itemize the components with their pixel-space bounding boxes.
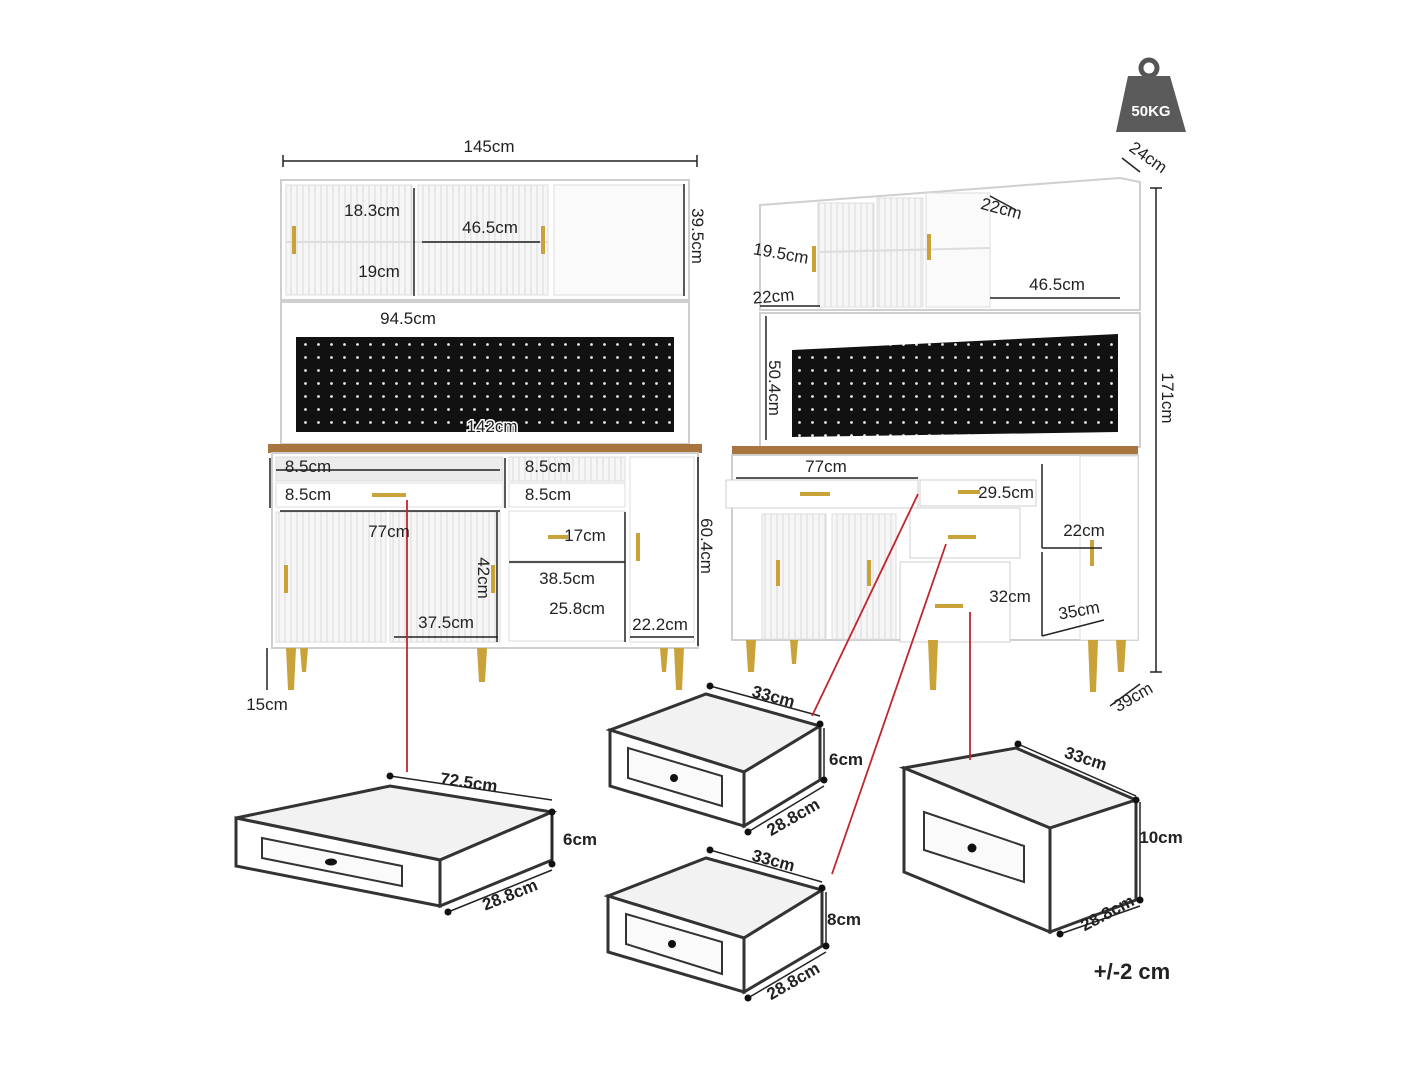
side-pegboard — [792, 334, 1118, 437]
dim-top-depth: 24cm — [1126, 138, 1171, 177]
front-pegboard — [296, 337, 674, 432]
drawer-dimension-lines — [389, 685, 1141, 999]
side-shelf-b — [876, 197, 924, 308]
dim-mid-col-height: 25.8cm — [549, 599, 605, 618]
handle — [548, 535, 568, 539]
dim-deep-height: 10cm — [1139, 828, 1182, 847]
dim-top-lower-shelf-height: 19cm — [358, 262, 400, 281]
dim-mid-drawer-height: 17cm — [564, 526, 606, 545]
handle — [812, 246, 816, 272]
dim-total-height: 171cm — [1158, 372, 1177, 423]
front-door-left — [275, 511, 387, 643]
front-door-right — [629, 456, 695, 643]
dim-large-drawer-width: 72.5cm — [439, 769, 499, 796]
dim-pegboard-height: 50.4cm — [765, 360, 784, 416]
side-drawer-bottom — [899, 561, 1011, 643]
dimension-end-dots — [386, 682, 1144, 1002]
weight-icon — [1116, 57, 1186, 132]
weight-label: 50KG — [1131, 103, 1170, 120]
dim-inner-width: 46.5cm — [1029, 275, 1085, 294]
front-top-door-left — [285, 184, 413, 296]
drawer-large — [234, 784, 558, 909]
dim-door-width: 37.5cm — [418, 613, 474, 632]
dim-small-top-height: 6cm — [829, 750, 863, 769]
dim-mid-col-width: 38.5cm — [539, 569, 595, 588]
dim-base-depth: 39cm — [1110, 679, 1156, 716]
handle — [867, 560, 871, 586]
side-door-a — [761, 513, 827, 640]
handle — [927, 234, 931, 260]
dim-base-left-width: 77cm — [368, 522, 410, 541]
front-door-left2 — [389, 511, 501, 643]
front-labels: 145cm 18.3cm 46.5cm 19cm 39.5cm 94.5cm 1… — [246, 137, 716, 714]
dim-drawer-mid-height: 8.5cm — [525, 485, 571, 504]
front-dimension-lines — [266, 155, 699, 690]
front-legs — [286, 648, 684, 690]
front-open-shelf-left — [275, 456, 504, 482]
handle — [372, 493, 406, 497]
dim-bottom-drawer-height: 32cm — [989, 587, 1031, 606]
front-top-open-right — [553, 184, 685, 296]
dim-counter-width: 142cm — [466, 417, 517, 436]
handle — [491, 565, 495, 593]
dim-drawer-left-height: 8.5cm — [285, 485, 331, 504]
side-legs — [746, 640, 1126, 692]
handle — [292, 226, 296, 254]
front-open-shelf-mid — [508, 456, 626, 482]
handle — [948, 535, 976, 539]
dim-base-door-height: 42cm — [474, 557, 493, 599]
side-drawer-mid — [909, 507, 1021, 559]
side-door-b — [831, 513, 897, 640]
handle — [636, 533, 640, 561]
dim-drawer-width: 29.5cm — [978, 483, 1034, 502]
dim-leg-height: 15cm — [246, 695, 288, 714]
handle — [776, 560, 780, 586]
front-view-cabinet — [268, 179, 702, 690]
front-top-door-mid — [417, 184, 549, 296]
drawer-deep — [898, 746, 1141, 935]
dim-drawer-top-left: 8.5cm — [285, 457, 331, 476]
dim-large-drawer-height: 6cm — [563, 830, 597, 849]
side-shelf-a — [817, 202, 875, 308]
dim-upper-shelf-width: 22cm — [752, 285, 795, 308]
handle — [935, 604, 963, 608]
dim-right-door-width: 22.2cm — [632, 615, 688, 634]
side-dimension-lines — [736, 157, 1162, 707]
dim-left-drawer-width: 77cm — [805, 457, 847, 476]
tolerance-note: +/-2 cm — [1094, 959, 1170, 984]
drawer-small-bottom — [603, 856, 826, 995]
dim-pegboard-width: 94.5cm — [380, 309, 436, 328]
handle — [958, 490, 980, 494]
dim-right-shelf-height: 22cm — [1063, 521, 1105, 540]
handle — [284, 565, 288, 593]
front-drawer-mid3 — [508, 562, 626, 642]
drawer-small-top — [605, 692, 824, 829]
front-countertop — [268, 444, 702, 453]
dim-total-width: 145cm — [463, 137, 514, 156]
dim-top-inner-width: 46.5cm — [462, 218, 518, 237]
dim-hutch-height: 39.5cm — [688, 208, 707, 264]
guide-lines — [406, 493, 971, 875]
front-drawer-mid — [508, 482, 626, 508]
dim-top-shelf-height: 18.3cm — [344, 201, 400, 220]
handle — [800, 492, 830, 496]
side-countertop — [732, 446, 1138, 455]
dim-drawer-top-mid: 8.5cm — [525, 457, 571, 476]
dim-base-height: 60.4cm — [697, 518, 716, 574]
handle — [541, 226, 545, 254]
handle — [1090, 540, 1094, 566]
dim-small-bottom-height: 8cm — [827, 910, 861, 929]
